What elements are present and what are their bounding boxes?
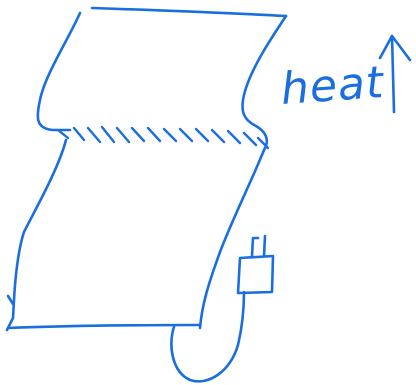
tail-loop xyxy=(171,292,244,381)
lower-sheet-left-tick xyxy=(8,296,13,304)
fold-hatching xyxy=(58,127,268,148)
heater-box xyxy=(238,256,273,293)
lower-sheet-bottom-edge xyxy=(8,325,200,328)
heater-prong-left xyxy=(252,238,258,256)
upper-sheet-right-edge xyxy=(243,16,287,150)
lower-sheet-left-edge xyxy=(7,140,66,330)
upper-sheet-top-edge xyxy=(92,8,286,16)
heat-label: heat xyxy=(279,57,386,115)
heater-prong-right xyxy=(264,236,265,256)
upper-sheet-left-edge xyxy=(38,13,80,130)
